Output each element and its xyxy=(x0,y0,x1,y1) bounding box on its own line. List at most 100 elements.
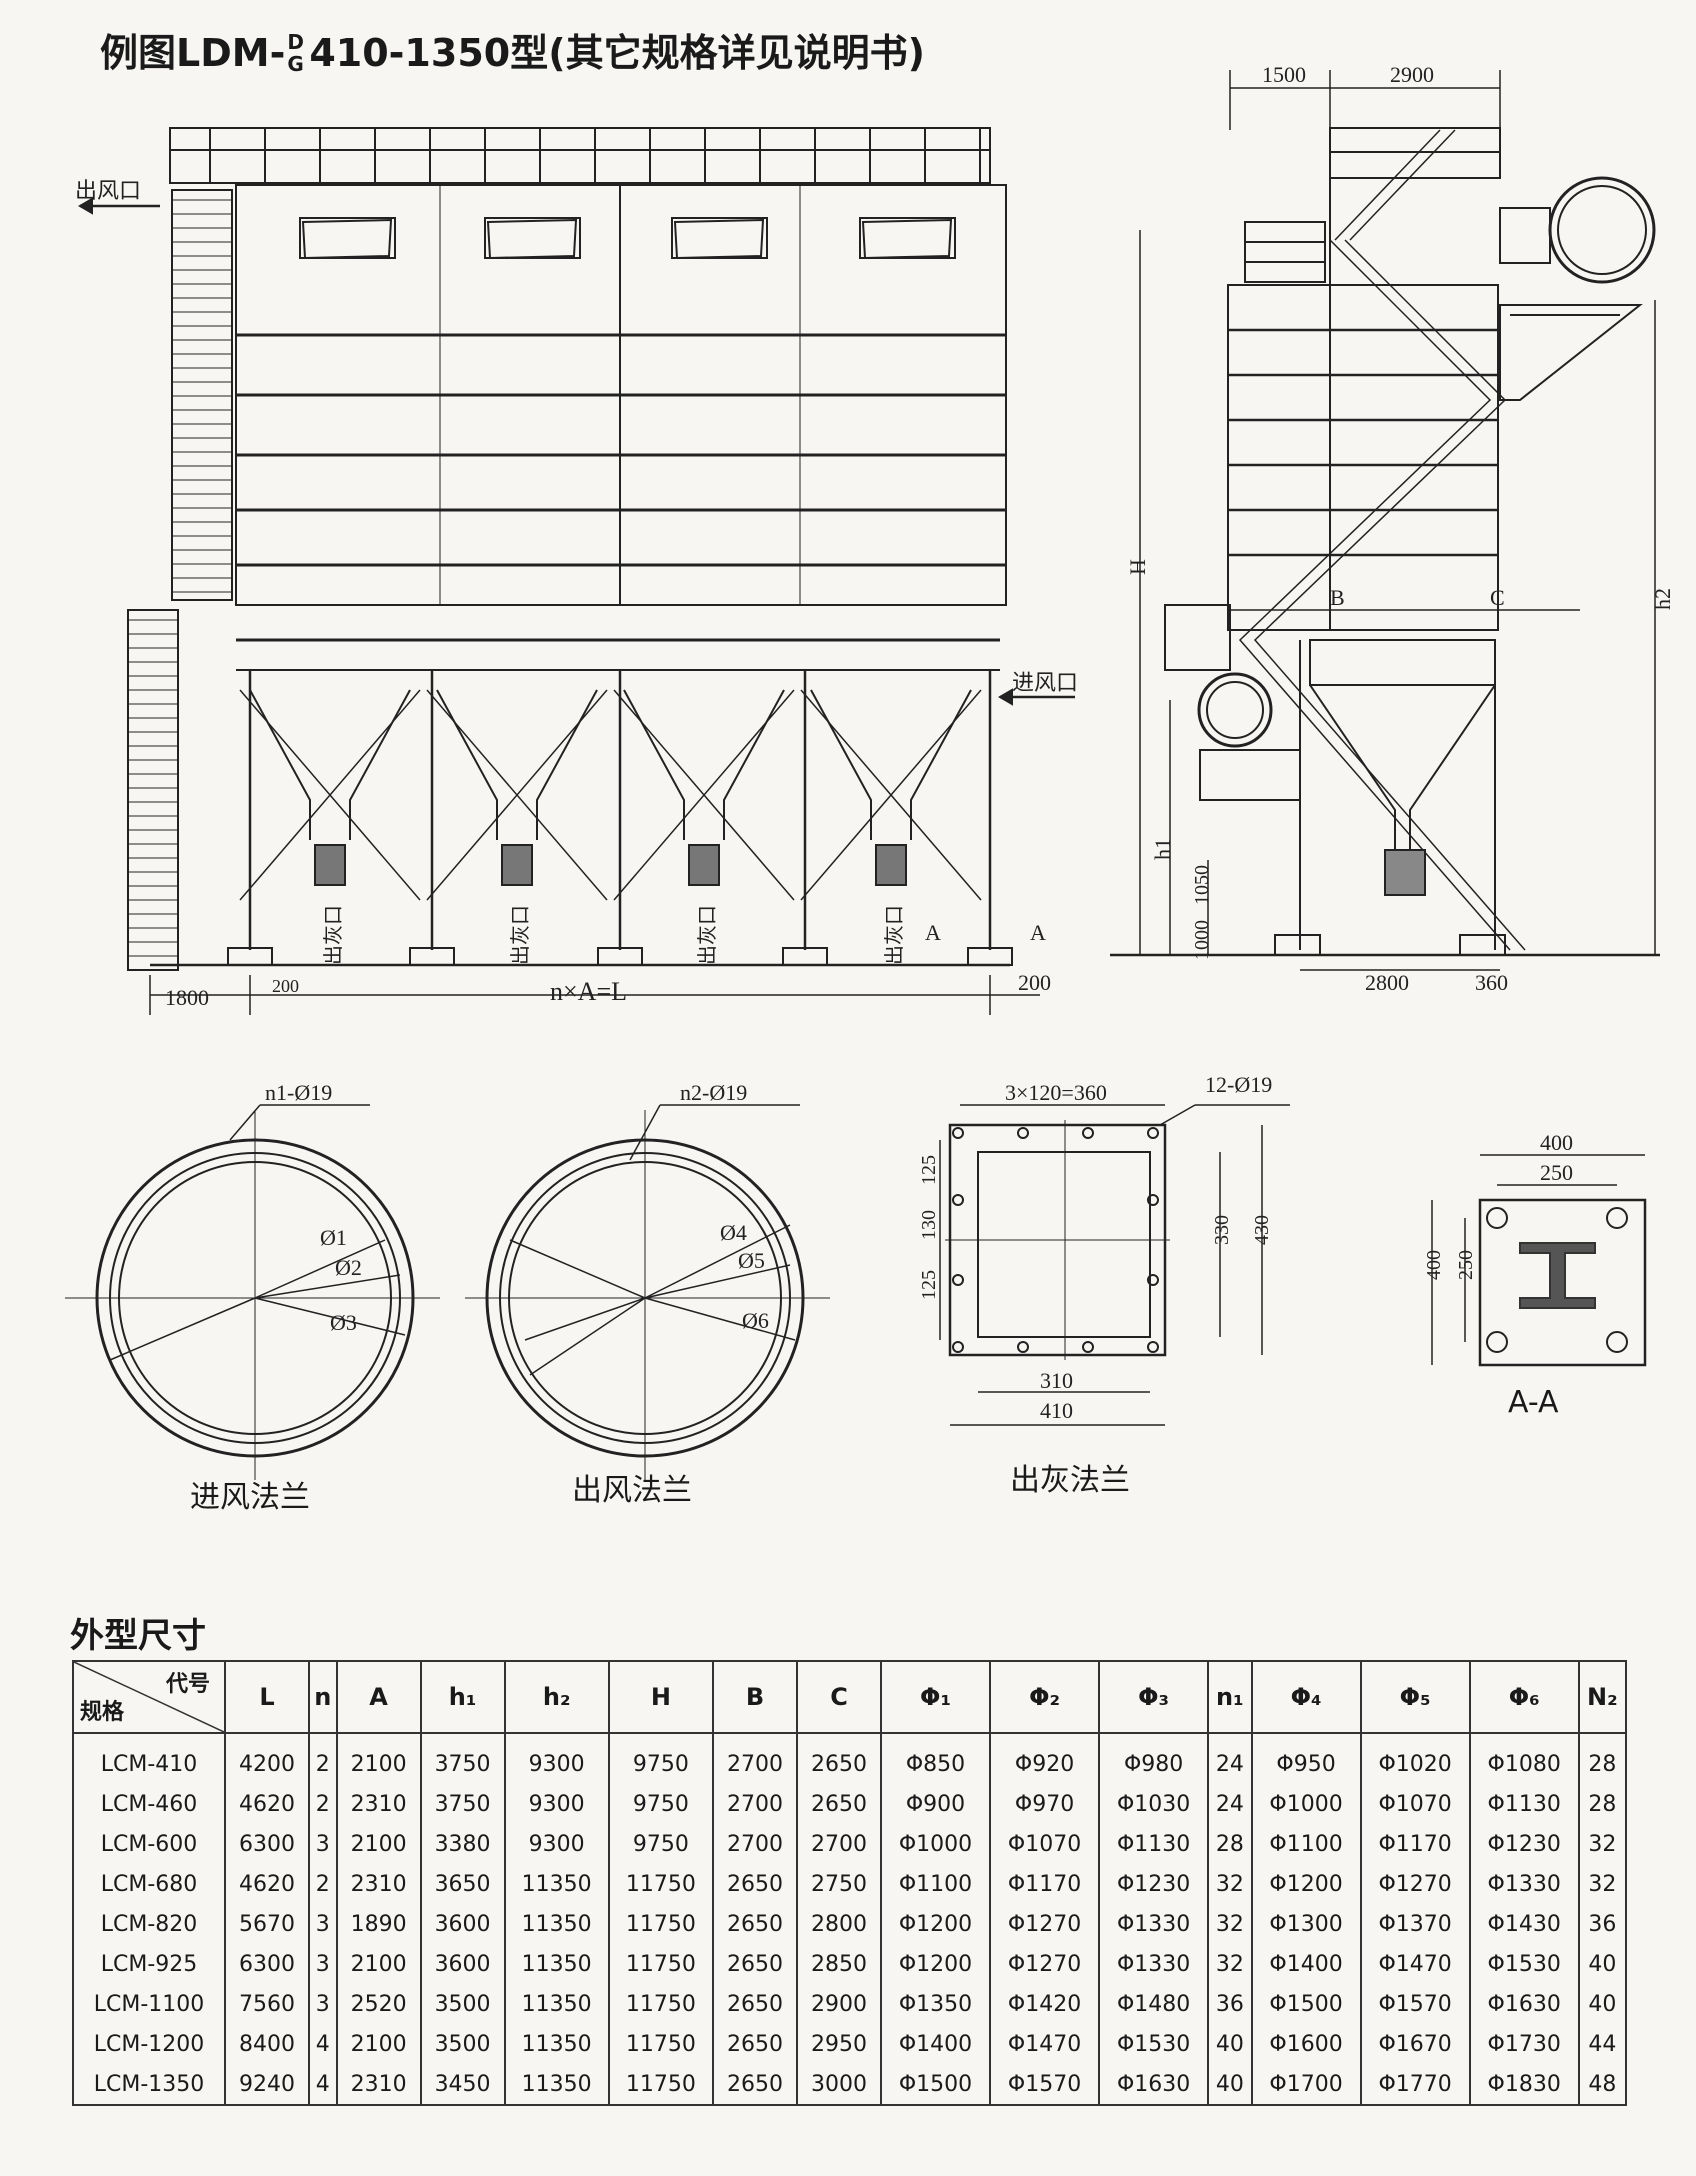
label-h1: h1 xyxy=(1150,838,1175,860)
value-cell: 3450 xyxy=(419,2064,505,2105)
title-suffix: 410-1350型(其它规格详见说明书) xyxy=(309,31,925,75)
value-cell: 2650 xyxy=(712,1944,798,1984)
label-H: H xyxy=(1125,559,1150,575)
ash-holes-label: 12-Ø19 xyxy=(1205,1072,1272,1097)
value-cell: Φ1020 xyxy=(1359,1733,1470,1784)
value-cell: Φ1600 xyxy=(1250,2024,1361,2064)
value-cell: Φ1530 xyxy=(1098,2024,1209,2064)
dim-2900: 2900 xyxy=(1390,62,1434,87)
value-cell: 40 xyxy=(1577,1944,1626,1984)
value-cell: 2100 xyxy=(335,1824,421,1864)
dim-2800: 2800 xyxy=(1365,970,1409,995)
corner-spec-label: 规格 xyxy=(80,1700,125,1725)
front-view: 出风口 进风口 出灰口出灰口出灰口出灰口 A A xyxy=(75,127,1078,1015)
value-cell: Φ970 xyxy=(989,1784,1100,1824)
value-cell: Φ1630 xyxy=(1468,1984,1579,2024)
bolt-hole xyxy=(952,1194,964,1206)
value-cell: 11750 xyxy=(607,2024,714,2064)
value-cell: Φ1000 xyxy=(879,1824,991,1864)
value-cell: Φ1100 xyxy=(1250,1824,1361,1864)
value-cell: 44 xyxy=(1577,2024,1626,2064)
outlet-holes: n2-Ø19 xyxy=(680,1080,747,1105)
model-cell: LCM-600 xyxy=(100,1831,198,1857)
value-cell: 3600 xyxy=(419,1944,505,1984)
value-cell: 9300 xyxy=(503,1824,609,1864)
value-cell: 2100 xyxy=(335,2024,421,2064)
value-cell: Φ1070 xyxy=(989,1824,1100,1864)
inlet-d2: Ø2 xyxy=(335,1255,362,1280)
ash-dim-130: 130 xyxy=(918,1210,940,1240)
outlet-d6: Ø6 xyxy=(742,1308,769,1333)
value-cell: 36 xyxy=(1577,1904,1626,1944)
value-cell: Φ1570 xyxy=(1359,1984,1470,2024)
technical-drawing: 出风口 进风口 出灰口出灰口出灰口出灰口 A A xyxy=(65,62,1675,1480)
side-casing xyxy=(1227,284,1499,631)
value-cell: 2650 xyxy=(796,1733,881,1784)
bolt-hole xyxy=(1147,1274,1159,1286)
value-cell: 11350 xyxy=(503,1984,609,2024)
value-cell: 32 xyxy=(1577,1864,1626,1904)
rotary-valve xyxy=(688,844,720,886)
table-corner-cell: 代号 规格 xyxy=(73,1661,225,1734)
bolt-hole xyxy=(952,1274,964,1286)
value-cell: 3 xyxy=(307,1944,337,1984)
value-cell: 40 xyxy=(1577,1984,1626,2024)
value-cell: 2700 xyxy=(712,1733,798,1784)
outlet-label: 出风口 xyxy=(75,178,141,203)
table-header-cell: C xyxy=(796,1661,881,1734)
value-cell: 28 xyxy=(1577,1733,1626,1784)
ash-dim-430: 430 xyxy=(1251,1215,1273,1245)
value-cell: 2100 xyxy=(335,1944,421,1984)
table-header-cell: Φ₃ xyxy=(1098,1661,1209,1734)
hopper xyxy=(436,689,598,840)
value-cell: Φ1100 xyxy=(879,1864,991,1904)
table-header-cell: Φ₆ xyxy=(1468,1661,1579,1734)
value-cell: 11350 xyxy=(503,2064,609,2105)
value-cell: 4 xyxy=(307,2024,337,2064)
dim-1050: 1050 xyxy=(1191,865,1213,905)
model-cell: LCM-1100 xyxy=(93,1991,205,2017)
value-cell: 36 xyxy=(1207,1984,1252,2024)
table-title: 外型尺寸 xyxy=(70,1616,206,1656)
table-header-cell: B xyxy=(712,1661,798,1734)
value-cell: 32 xyxy=(1207,1904,1252,1944)
model-cell: LCM-410 xyxy=(100,1751,198,1777)
value-cell: 8400 xyxy=(224,2024,309,2064)
bolt-hole xyxy=(1017,1127,1029,1139)
section-aa: 400 250 400 250 xyxy=(1423,1130,1647,1367)
value-cell: Φ1270 xyxy=(1359,1864,1470,1904)
table-header-cell: h₁ xyxy=(419,1661,505,1734)
value-cell: 9750 xyxy=(607,1784,714,1824)
value-cell: 6300 xyxy=(224,1824,309,1864)
value-cell: 24 xyxy=(1207,1733,1252,1784)
ash-outlet-label: 出灰口 xyxy=(883,905,906,965)
value-cell: Φ950 xyxy=(1250,1733,1361,1784)
value-cell: 4620 xyxy=(224,1784,309,1824)
value-cell: 2650 xyxy=(712,1864,798,1904)
left-stair-tower xyxy=(171,189,233,601)
value-cell: 28 xyxy=(1207,1824,1252,1864)
title-sup: D xyxy=(287,29,304,54)
value-cell: 3750 xyxy=(419,1733,505,1784)
value-cell: 2750 xyxy=(796,1864,881,1904)
ash-dim-330: 330 xyxy=(1211,1215,1233,1245)
section-mark-left: A xyxy=(925,920,941,945)
aa-dim-250-top: 250 xyxy=(1540,1160,1573,1185)
value-cell: 5670 xyxy=(224,1904,309,1944)
column-foot xyxy=(967,947,1013,966)
value-cell: 9750 xyxy=(607,1733,714,1784)
value-cell: 2900 xyxy=(796,1984,881,2024)
side-view: 1500 2900 xyxy=(1110,62,1675,995)
title-prefix: 例图LDM- xyxy=(100,31,286,75)
value-cell: 3 xyxy=(307,1904,337,1944)
bolt-hole xyxy=(952,1341,964,1353)
value-cell: 2 xyxy=(307,1864,337,1904)
model-cell: LCM-680 xyxy=(100,1871,198,1897)
value-cell: 2100 xyxy=(335,1733,421,1784)
value-cell: 2650 xyxy=(712,2024,798,2064)
value-cell: Φ850 xyxy=(879,1733,991,1784)
value-cell: Φ1830 xyxy=(1468,2064,1579,2105)
column-foot xyxy=(227,947,273,966)
value-cell: Φ920 xyxy=(989,1733,1100,1784)
dim-nxa: n×A=L xyxy=(550,977,627,1006)
